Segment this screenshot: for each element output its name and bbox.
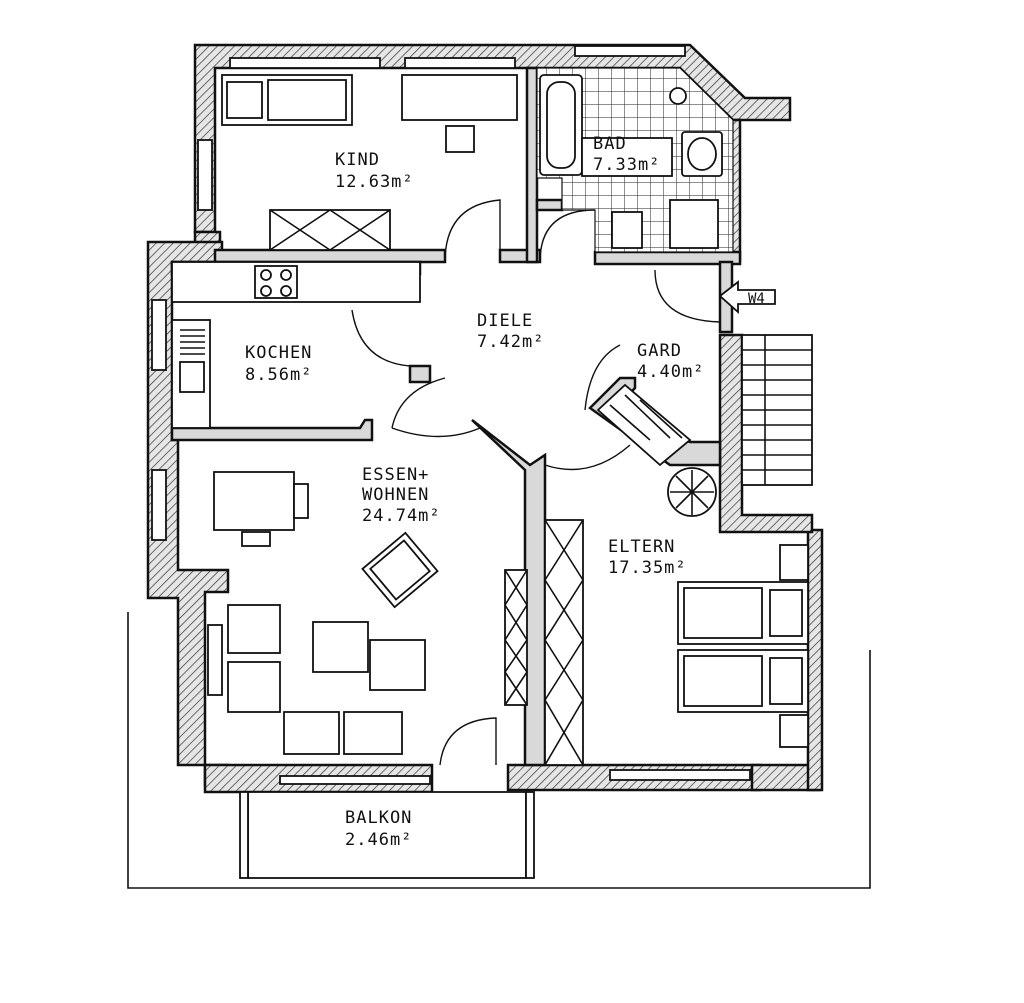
room-name-wohnen: WOHNEN (362, 485, 429, 505)
balkon (239, 791, 535, 879)
room-area-diele: 7.42m² (477, 332, 544, 352)
property-line (127, 612, 871, 889)
kind-furniture (221, 74, 518, 251)
room-area-bad: 7.33m² (593, 155, 660, 175)
room-area-balkon: 2.46m² (345, 830, 412, 850)
room-area-essen-wohnen: 24.74m² (362, 506, 441, 526)
room-area-kochen: 8.56m² (245, 365, 312, 385)
eltern-furniture (544, 467, 809, 766)
room-name-kochen: KOCHEN (245, 343, 312, 363)
windows (151, 45, 751, 785)
room-area-kind: 12.63m² (335, 172, 414, 192)
wohnen-furniture (213, 471, 528, 755)
room-labels: KIND 12.63m² BAD 7.33m² DIELE 7.42m² KOC… (245, 134, 704, 850)
gard-fixtures (596, 383, 692, 467)
room-name-bad: BAD (593, 134, 627, 154)
kochen-fixtures (171, 261, 421, 429)
room-name-gard: GARD (637, 341, 682, 361)
entrance-arrow-icon: W4 (718, 280, 776, 315)
entrance-label: W4 (748, 291, 765, 307)
doors (351, 199, 721, 766)
room-name-kind: KIND (335, 150, 380, 170)
room-name-balkon: BALKON (345, 808, 412, 828)
room-name-essen: ESSEN+ (362, 465, 429, 485)
staircase (741, 334, 813, 486)
room-name-eltern: ELTERN (608, 537, 675, 557)
plant-icon (667, 467, 717, 517)
room-area-eltern: 17.35m² (608, 558, 687, 578)
room-name-diele: DIELE (477, 311, 533, 331)
bad-fixtures (536, 67, 734, 253)
room-area-gard: 4.40m² (637, 362, 704, 382)
